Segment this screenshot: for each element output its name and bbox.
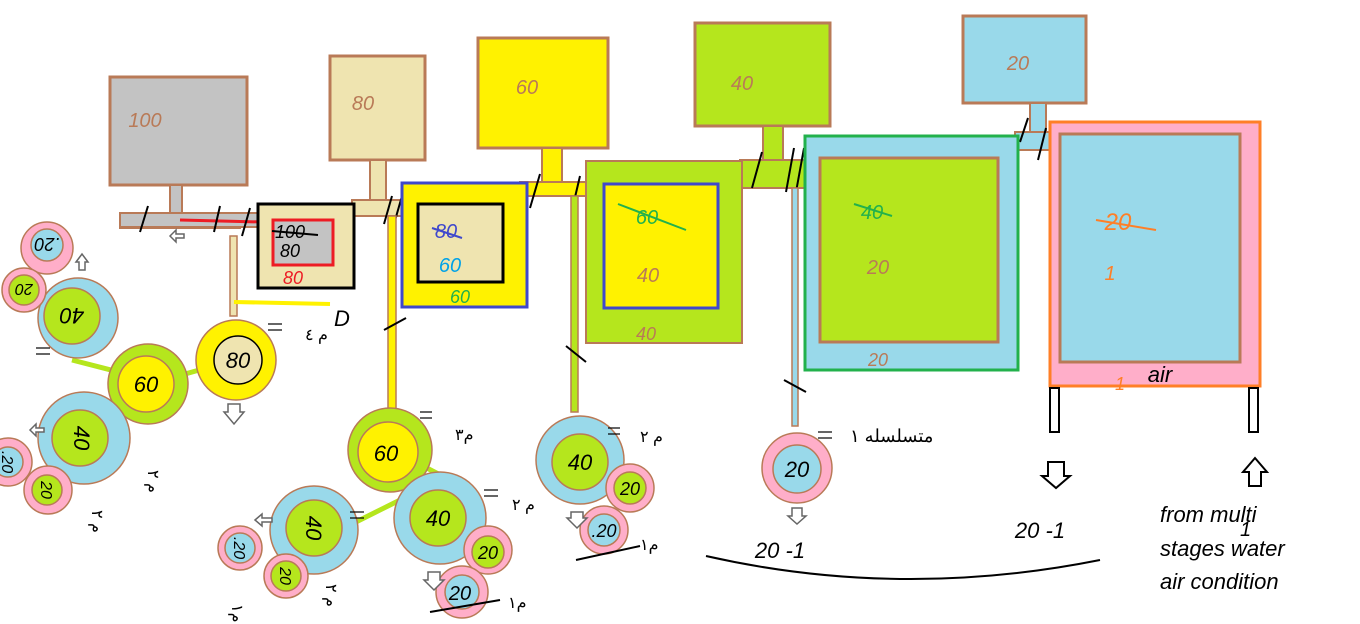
circle-60-left: 60 <box>107 343 189 425</box>
label-m4: م ٤ <box>305 327 328 344</box>
circle-20-mid-c: 20 <box>463 525 513 575</box>
label-m1-b: م١ <box>640 537 659 554</box>
circle-20-right-a-label: 20 <box>619 479 640 499</box>
label-series-1: متسلسله ١ <box>850 426 933 446</box>
tank-20: 20 <box>961 14 1088 134</box>
circle-20-left-c-label: 20 <box>37 480 54 499</box>
box-3-outer-value: 40 <box>636 324 656 344</box>
box-2-inner-value: 60 <box>439 255 461 277</box>
box-stage-2: 80 60 60 <box>400 181 529 309</box>
tank-80-label: 80 <box>352 93 374 115</box>
circle-40-mid-right: 40 <box>393 471 487 565</box>
circle-40-left-bottom-label: 40 <box>69 426 94 451</box>
box-stage-4: 40 20 20 <box>803 134 1020 372</box>
circle-20-mid-c-label: 20 <box>477 543 498 563</box>
circle-60-mid: 60 <box>347 407 433 493</box>
circle-20-left-d-label: .20 <box>0 451 15 473</box>
underline-strokes <box>429 545 1101 613</box>
circle-20-mid-a: .20 <box>217 525 263 571</box>
circle-20-single: 20 <box>761 432 833 504</box>
circle-20-mid-d-label: 20 <box>448 583 471 605</box>
circle-20-left-d: .20 <box>0 437 33 487</box>
box-stage-3: 60 40 40 <box>585 160 743 344</box>
box-2-outer-value: 60 <box>450 287 470 307</box>
label-m2-b: م ٢ <box>88 510 105 533</box>
label-m2-d: م ٢ <box>640 429 663 446</box>
arrow-up-icon <box>1240 456 1270 487</box>
circle-40-mid-left: 40 <box>269 485 359 575</box>
circle-20-left-b: 20 <box>1 267 47 313</box>
stray-1-label: 1 <box>1240 519 1251 541</box>
label-m3: م٣ <box>455 427 474 444</box>
range-label-a: 20 -1 <box>754 538 805 563</box>
note-line-3: air condition <box>1160 569 1279 594</box>
circle-40-left-bottom: 40 <box>37 391 131 485</box>
box-1-inner-value: 80 <box>280 241 300 261</box>
label-m1-c: م١ <box>228 604 245 623</box>
circle-20-right-a: 20 <box>605 463 655 513</box>
tank-60: 60 <box>476 36 610 184</box>
circle-20-mid-b: 20 <box>263 553 309 599</box>
box-stage-5: 20 1 1 air <box>1039 120 1270 490</box>
air-label: air <box>1148 362 1174 387</box>
tank-100-label: 100 <box>128 110 161 132</box>
tank-100: 100 <box>108 75 249 229</box>
arrow-down-icon <box>1039 461 1073 490</box>
box-4-inner-value: 20 <box>866 257 889 279</box>
vertical-pipes <box>229 187 807 427</box>
box-5-outer-value: 1 <box>1115 374 1125 394</box>
tank-60-label: 60 <box>516 77 538 99</box>
tick-marks <box>36 323 832 519</box>
circle-80-label: 80 <box>226 348 251 373</box>
box-stage-1: 100 80 80 <box>256 202 356 290</box>
tank-40-label: 40 <box>731 73 753 95</box>
label-m2-e: م ٢ <box>322 584 339 607</box>
circle-20-left-a: .20 <box>20 221 74 275</box>
box-1-outer-value: 80 <box>283 268 303 288</box>
circle-20-left-b-label: 20 <box>15 280 34 297</box>
tank-20-label: 20 <box>1006 53 1029 75</box>
outlet-arrows <box>28 228 808 592</box>
circle-40-left-top-label: 40 <box>59 303 84 328</box>
circle-20-single-label: 20 <box>784 457 810 482</box>
circle-40-right: 40 <box>535 415 625 505</box>
note-line-2: stages water <box>1160 536 1286 561</box>
circle-20-left-c: 20 <box>23 465 73 515</box>
circle-20-left-a-label: .20 <box>34 234 59 254</box>
circle-80: 80 <box>195 319 277 401</box>
range-label-b: 20 -1 <box>1014 518 1065 543</box>
circle-20-mid-a-label: .20 <box>230 537 247 559</box>
arabic-labels: م ٤ م٣ م ٢ م ٢ م ٢ م ٢ م ٢ م١ م١ م١ متسل… <box>88 327 933 623</box>
label-m2-c: م ٢ <box>512 497 535 514</box>
label-m2-a: م ٢ <box>144 470 161 493</box>
label-m1-a: م١ <box>508 595 527 612</box>
circle-40-left-top: 40 <box>37 277 119 359</box>
circle-20-right-b-label: .20 <box>591 521 616 541</box>
circle-20-right-b: .20 <box>579 505 629 555</box>
note-line-1: from multi <box>1160 502 1258 527</box>
box-5-inner-value: 1 <box>1104 263 1115 285</box>
d-label: D <box>334 306 350 331</box>
circle-60-mid-label: 60 <box>374 441 399 466</box>
circle-40-mid-left-label: 40 <box>301 516 326 541</box>
circle-40-right-label: 40 <box>568 450 593 475</box>
circle-40-mid-right-label: 40 <box>426 506 451 531</box>
tank-40: 40 <box>693 21 832 162</box>
box-4-outer-value: 20 <box>867 350 888 370</box>
box-3-inner-value: 40 <box>637 265 659 287</box>
circle-20-mid-b-label: 20 <box>276 566 293 585</box>
tank-80: 80 <box>328 54 427 201</box>
circle-60-left-label: 60 <box>134 372 159 397</box>
